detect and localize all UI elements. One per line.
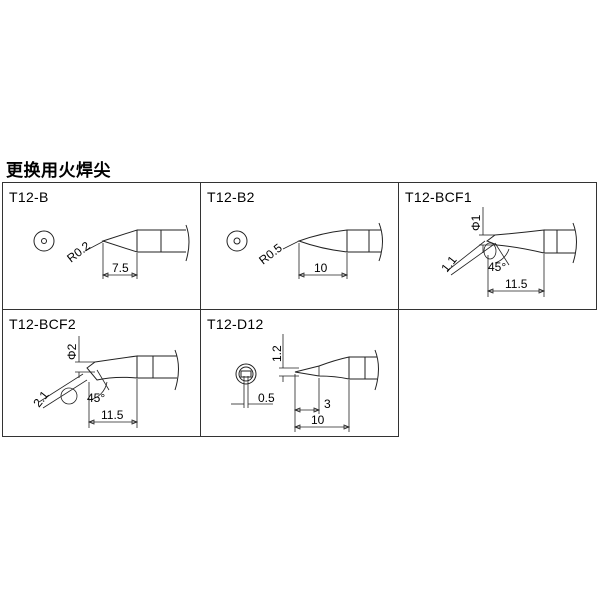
diameter-dimension-lines bbox=[75, 336, 95, 378]
width-dimension-lines bbox=[279, 334, 299, 382]
radius-dimension: R0.2 bbox=[64, 239, 93, 266]
face-dimension-lines bbox=[38, 373, 88, 409]
tip-model-label: T12-D12 bbox=[207, 316, 264, 332]
tip-model-label: T12-BCF2 bbox=[9, 316, 76, 332]
tip-front-view bbox=[235, 363, 257, 385]
blade-dimension-lines bbox=[293, 378, 321, 414]
thickness-dimension-lines bbox=[231, 376, 273, 408]
angle-arc bbox=[494, 242, 510, 266]
radius-dimension: R0.5 bbox=[256, 241, 285, 268]
page-title: 更换用火焊尖 bbox=[6, 161, 111, 181]
tip-panel-t12-b2: T12-B2 R0.5 10 bbox=[200, 182, 399, 310]
width-dimension: 1.2 bbox=[270, 345, 284, 362]
blade-dimension: 3 bbox=[324, 397, 331, 411]
length-dimension-lines bbox=[293, 374, 351, 432]
diameter-dimension: Φ2 bbox=[65, 343, 79, 360]
thickness-dimension: 0.5 bbox=[258, 391, 275, 405]
tip-panel-t12-bcf2: T12-BCF2 Φ2 2.1 45° bbox=[2, 309, 201, 437]
length-dimension: 10 bbox=[314, 261, 328, 275]
face-dimension: 2.1 bbox=[30, 388, 52, 410]
angle-dimension: 45° bbox=[488, 260, 506, 274]
tip-drawing-t12-bcf2: Φ2 2.1 45° 11.5 bbox=[30, 336, 179, 428]
length-dimension-lines bbox=[297, 243, 349, 279]
tip-model-label: T12-B bbox=[9, 189, 49, 205]
tip-side-view bbox=[485, 222, 577, 264]
length-dimension-lines bbox=[101, 243, 139, 279]
length-dimension: 11.5 bbox=[101, 408, 124, 422]
tip-panel-t12-bcf1: T12-BCF1 Φ1 1.1 45° bbox=[398, 182, 597, 310]
tip-drawing-t12-d12: 0.5 1.2 3 10 bbox=[231, 334, 379, 432]
tip-drawing-t12-bcf1: Φ1 1.1 45° 11.5 bbox=[438, 207, 577, 297]
radius-leader bbox=[84, 240, 105, 252]
tip-front-view bbox=[226, 230, 248, 252]
length-dimension-lines bbox=[486, 254, 546, 297]
tip-model-label: T12-BCF1 bbox=[405, 189, 472, 205]
tip-drawing-t12-b2: R0.5 10 bbox=[226, 222, 383, 279]
tip-model-label: T12-B2 bbox=[207, 189, 255, 205]
diameter-dimension: Φ1 bbox=[469, 214, 483, 231]
tip-drawing-t12-b: R0.2 7.5 bbox=[33, 224, 190, 279]
length-dimension: 7.5 bbox=[112, 261, 129, 275]
tip-side-view bbox=[297, 222, 383, 262]
tip-side-view bbox=[101, 224, 190, 262]
length-dimension: 10 bbox=[311, 413, 325, 427]
angle-dimension: 45° bbox=[87, 391, 105, 405]
tip-front-view bbox=[33, 230, 55, 252]
angle-arc bbox=[88, 369, 110, 401]
tip-panel-t12-d12: T12-D12 0.5 1.2 bbox=[200, 309, 399, 437]
tip-panel-t12-b: T12-B R0.2 7.5 bbox=[2, 182, 201, 310]
length-dimension-lines bbox=[87, 379, 139, 428]
tip-side-view bbox=[86, 349, 179, 391]
tip-side-view bbox=[294, 349, 379, 391]
radius-leader bbox=[282, 240, 300, 250]
face-dimension-lines bbox=[446, 240, 497, 276]
length-dimension: 11.5 bbox=[505, 277, 528, 291]
face-dimension: 1.1 bbox=[438, 253, 460, 275]
